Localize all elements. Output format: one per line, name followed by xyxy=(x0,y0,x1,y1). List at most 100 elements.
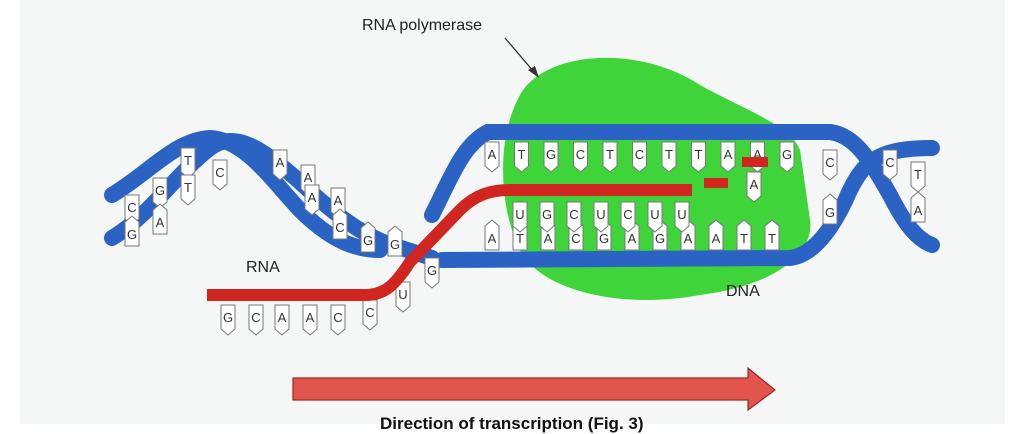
rna-base-paired: C xyxy=(566,201,582,233)
dna-base-left-lower2-shape xyxy=(124,215,140,247)
rna-base-paired-letter: G xyxy=(542,207,552,222)
dna-base-left-lower2-letter: C xyxy=(335,220,344,235)
dna-base-left-upper: C xyxy=(212,159,228,191)
dna-base-template-letter: G xyxy=(655,231,665,246)
dna-base-coding-shape xyxy=(573,141,588,173)
rna-base-paired-shape xyxy=(539,201,555,233)
dna-label: DNA xyxy=(726,283,760,300)
dna-base-coding-shape xyxy=(779,141,795,173)
dna-base-right-lower-letter: G xyxy=(825,205,835,220)
dna-base-right-lower-shape xyxy=(822,193,838,225)
dna-base-coding: C xyxy=(573,141,588,173)
dna-base-left-lower2: A xyxy=(152,203,168,235)
rna-base-paired-letter: U xyxy=(677,207,686,222)
rna-base-tail-shape xyxy=(424,257,440,289)
dna-base-template-letter: A xyxy=(712,231,721,246)
dna-base-right-upper-shape xyxy=(910,161,926,193)
rna-base-tail-letter: C xyxy=(251,310,260,325)
dna-base-left-upper-shape xyxy=(272,149,288,181)
dna-base-left-lower2-letter: G xyxy=(127,227,137,242)
incoming-nucleotide-letter: A xyxy=(750,177,759,192)
dna-base-left-lower2-shape xyxy=(387,225,403,257)
rna-base-paired-letter: U xyxy=(515,207,524,222)
rna-base-tail-shape xyxy=(248,304,264,336)
dna-base-coding-letter: G xyxy=(782,147,792,162)
rna-base-tail: C xyxy=(248,304,264,336)
dna-base-coding-shape xyxy=(514,141,529,173)
rna-strand-short-segment xyxy=(704,178,728,188)
rna-base-tail: G xyxy=(220,304,236,336)
dna-base-coding: T xyxy=(514,141,529,173)
dna-base-left-lower2: G xyxy=(387,225,403,257)
dna-base-coding-letter: C xyxy=(635,147,644,162)
rna-base-tail-letter: A xyxy=(306,310,315,325)
rna-base-tail-letter: G xyxy=(427,263,437,278)
dna-base-coding-letter: T xyxy=(695,147,703,162)
dna-base-coding: T xyxy=(661,141,677,173)
dna-base-right-lower: G xyxy=(822,193,838,225)
dna-base-coding-shape xyxy=(484,141,500,173)
dna-base-left-lower2-letter: G xyxy=(390,237,400,252)
dna-base-left-lower2-letter: A xyxy=(156,215,165,230)
dna-base-right-upper-letter: C xyxy=(825,155,834,170)
dna-base-coding-shape xyxy=(632,141,647,173)
rna-base-paired-letter: C xyxy=(569,207,578,222)
dna-base-coding: A xyxy=(484,141,500,173)
incoming-nucleotide-bar xyxy=(742,157,768,167)
dna-base-coding-letter: G xyxy=(546,147,556,162)
dna-base-left-lower-shape xyxy=(304,184,320,216)
dna-base-template-shape xyxy=(764,219,780,251)
rna-label: RNA xyxy=(246,259,280,276)
dna-base-left-lower-letter: A xyxy=(334,193,343,208)
dna-base-left-lower2: G xyxy=(360,221,376,253)
incoming-nucleotide-shape xyxy=(746,171,762,203)
incoming-nucleotide: A xyxy=(746,171,762,203)
dna-base-right-lower: A xyxy=(910,191,926,223)
direction-caption: Direction of transcription (Fig. 3) xyxy=(380,414,644,433)
rna-base-tail: C xyxy=(330,304,346,336)
dna-base-right-upper-letter: T xyxy=(914,167,922,182)
dna-base-template-letter: A xyxy=(628,231,637,246)
rna-base-tail: C xyxy=(362,299,378,331)
rna-base-tail-letter: C xyxy=(365,305,374,320)
dna-base-left-upper: A xyxy=(272,149,288,181)
dna-base-right-upper: T xyxy=(910,161,926,193)
dna-base-template-letter: T xyxy=(740,231,748,246)
dna-base-coding-shape xyxy=(661,141,677,173)
dna-base-coding-letter: A xyxy=(488,147,497,162)
rna-base-paired-shape xyxy=(647,201,663,233)
dna-base-coding-shape xyxy=(691,141,706,173)
rna-base-paired-shape xyxy=(674,201,690,233)
dna-base-right-upper: C xyxy=(822,149,838,181)
dna-base-left-lower2-shape xyxy=(152,203,168,235)
dna-base-left-lower-shape xyxy=(152,177,168,209)
rna-base-tail-letter: C xyxy=(333,310,342,325)
dna-base-left-lower-letter: G xyxy=(155,183,165,198)
dna-base-left-lower-letter: A xyxy=(308,190,317,205)
rna-base-paired: U xyxy=(647,201,663,233)
rna-base-tail-shape xyxy=(302,304,318,336)
dna-base-coding-shape xyxy=(543,141,559,173)
dna-base-coding-letter: A xyxy=(724,147,733,162)
rna-base-tail-letter: G xyxy=(223,310,233,325)
dna-base-right-lower-shape xyxy=(910,191,926,223)
dna-base-template-letter: T xyxy=(768,231,776,246)
rna-base-tail: A xyxy=(302,304,318,336)
rna-base-paired-shape xyxy=(593,201,609,233)
rna-base-paired: U xyxy=(674,201,690,233)
dna-base-left-lower2: G xyxy=(124,215,140,247)
dna-base-template: T xyxy=(736,219,752,251)
dna-base-coding-letter: T xyxy=(518,147,526,162)
dna-base-left-lower-letter: C xyxy=(127,200,136,215)
dna-base-template-letter: T xyxy=(516,231,524,246)
dna-base-template: A xyxy=(708,219,724,251)
dna-base-template-shape xyxy=(736,219,752,251)
rna-base-paired-letter: C xyxy=(623,207,632,222)
rna-base-paired: G xyxy=(539,201,555,233)
dna-base-left-lower2-letter: G xyxy=(363,233,373,248)
dna-base-template-shape xyxy=(484,219,500,251)
dna-base-template-shape xyxy=(708,219,724,251)
rna-base-paired-shape xyxy=(620,201,636,233)
